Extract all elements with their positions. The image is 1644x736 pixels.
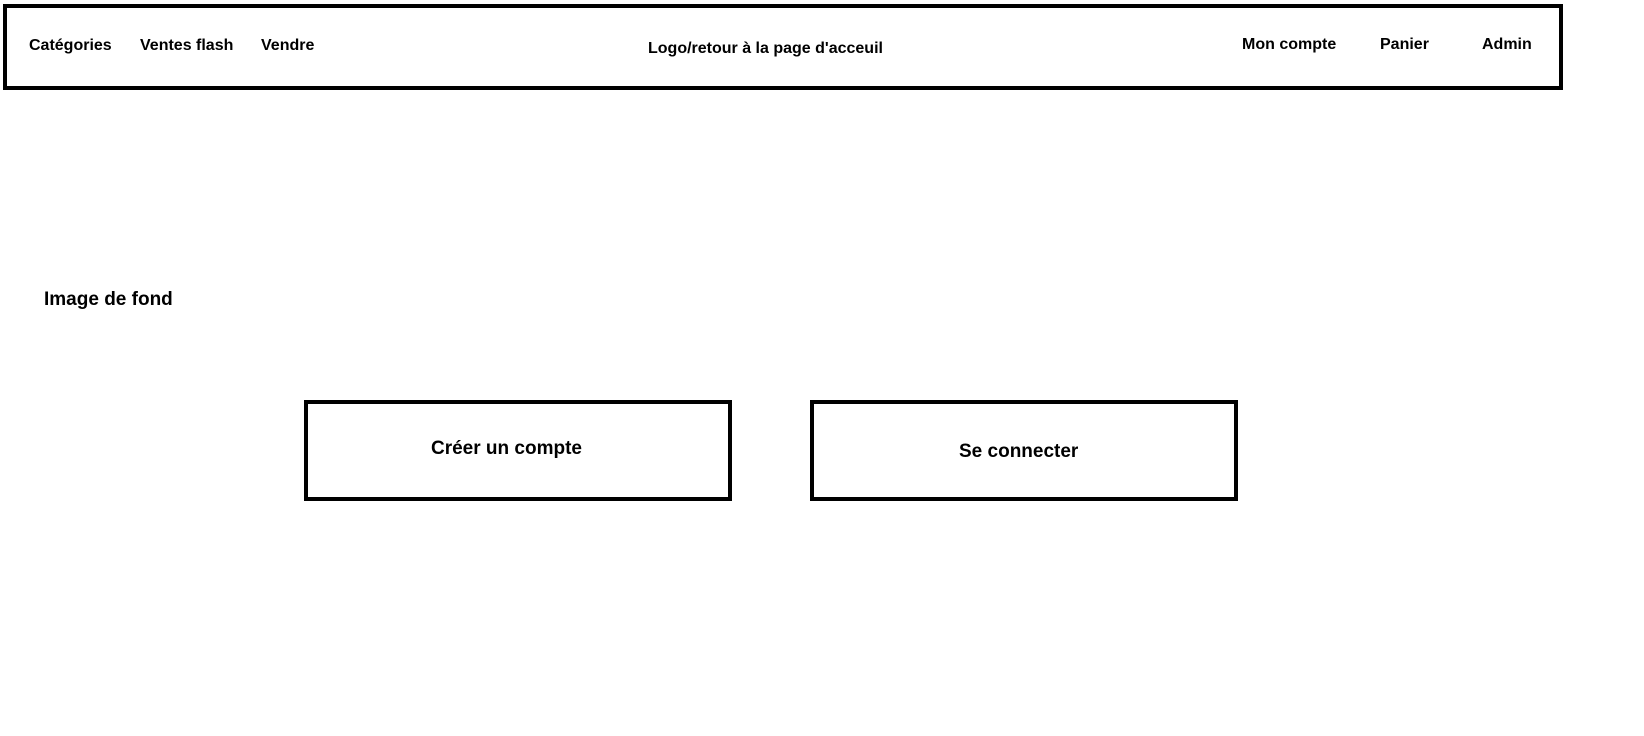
nav-link-categories[interactable]: Catégories — [29, 37, 112, 54]
create-account-button-label: Créer un compte — [431, 438, 582, 459]
nav-link-panier[interactable]: Panier — [1380, 36, 1429, 53]
top-navigation-bar: Catégories Ventes flash Vendre Logo/reto… — [3, 4, 1563, 90]
background-image-label: Image de fond — [44, 289, 173, 310]
nav-link-mon-compte[interactable]: Mon compte — [1242, 36, 1337, 53]
create-account-button[interactable]: Créer un compte — [304, 400, 732, 501]
nav-link-admin[interactable]: Admin — [1482, 36, 1532, 53]
nav-link-ventes-flash[interactable]: Ventes flash — [140, 37, 234, 54]
nav-link-vendre[interactable]: Vendre — [261, 37, 315, 54]
login-button-label: Se connecter — [959, 441, 1079, 462]
home-logo-link[interactable]: Logo/retour à la page d'acceuil — [648, 40, 883, 57]
login-button[interactable]: Se connecter — [810, 400, 1238, 501]
